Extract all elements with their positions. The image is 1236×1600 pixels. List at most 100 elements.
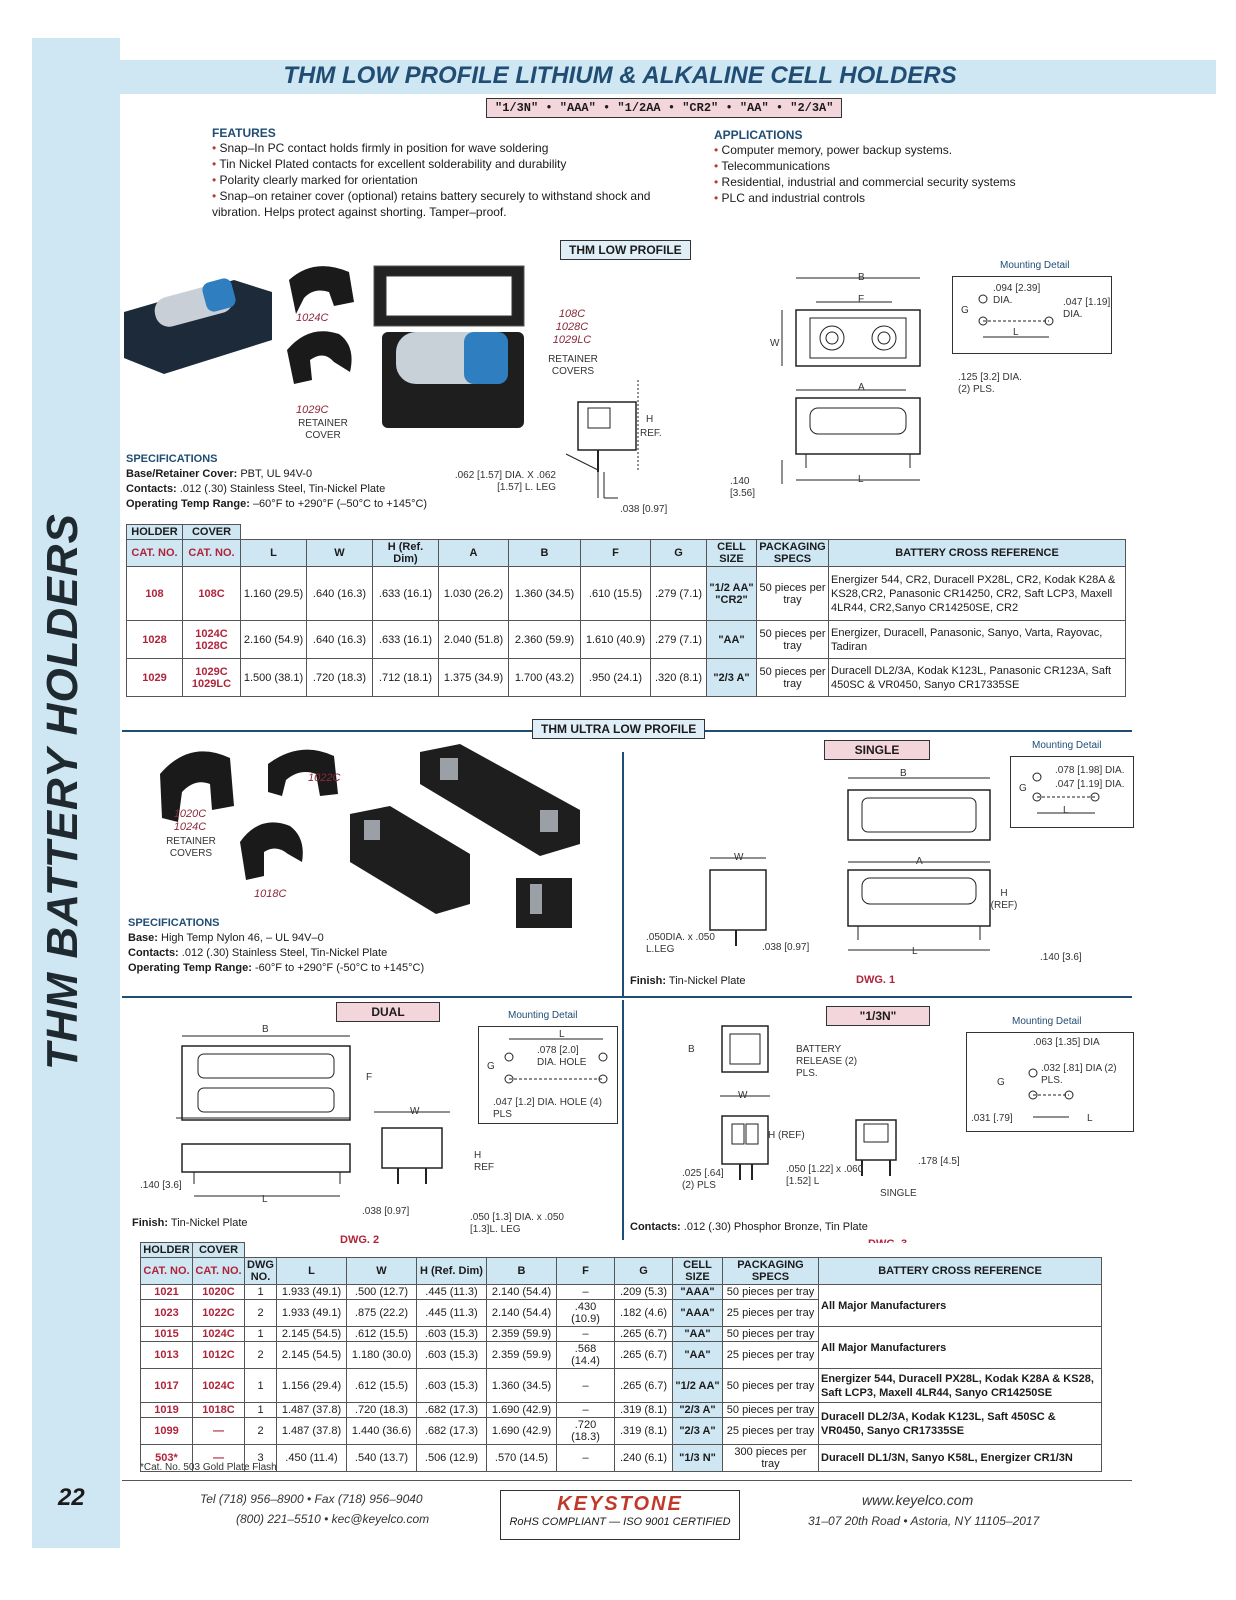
cell: 1021 — [140, 1284, 193, 1300]
cell: .445 (11.3) — [416, 1299, 487, 1327]
cell: .279 (7.1) — [650, 620, 707, 659]
n13-050: .050 [1.22] x .060 [1.52] L — [786, 1164, 864, 1187]
cell: 1018C — [192, 1402, 245, 1418]
single-finish: Finish: Tin-Nickel Plate — [630, 974, 746, 989]
n13-release: BATTERY RELEASE (2) PLS. — [796, 1044, 858, 1079]
single-label: SINGLE — [824, 740, 930, 760]
dual-label: DUAL — [336, 1002, 440, 1022]
spec-temp-label: Operating Temp Range: — [126, 498, 250, 510]
cell: 2.040 (51.8) — [438, 620, 509, 659]
ultra-low-label: THM ULTRA LOW PROFILE — [532, 719, 706, 739]
applications-item: Telecommunications — [714, 158, 1114, 174]
dim-l: L — [858, 474, 864, 485]
col-cat-no: CAT. NO. — [126, 539, 183, 567]
cell: .450 (11.4) — [276, 1444, 347, 1472]
col-l: L — [276, 1257, 347, 1285]
cell: 300 pieces per tray — [722, 1444, 819, 1472]
cell: .875 (22.2) — [346, 1299, 417, 1327]
cell: .506 (12.9) — [416, 1444, 487, 1472]
cell: .209 (5.3) — [614, 1284, 673, 1300]
cell: 1.375 (34.9) — [438, 658, 509, 697]
cell: 1 — [244, 1284, 277, 1300]
mount-031: .031 [.79] — [971, 1113, 1013, 1124]
cell: "1/2 AA" "CR2" — [706, 566, 757, 621]
cell: All Major Manufacturers — [818, 1284, 1102, 1327]
divider — [622, 1000, 624, 1240]
cell: — — [192, 1444, 245, 1472]
cell: .319 (8.1) — [614, 1417, 673, 1445]
single-href: H (REF) — [990, 888, 1018, 911]
spec-base: PBT, UL 94V-0 — [240, 468, 313, 480]
cell: Energizer 544, CR2, Duracell PX28L, CR2,… — [828, 566, 1126, 621]
cell: 1099 — [140, 1417, 193, 1445]
dual-drawing — [176, 1035, 450, 1197]
cell: – — [556, 1444, 615, 1472]
cell: 1.160 (29.5) — [240, 566, 307, 621]
col-dwg: DWG NO. — [244, 1257, 277, 1285]
cell: 2.360 (59.9) — [508, 620, 581, 659]
dim-062: .062 [1.57] DIA. X .062 [1.57] L. LEG — [454, 470, 556, 493]
cell: .603 (15.3) — [416, 1368, 487, 1403]
footer-phone2: (800) 221–5510 • kec@keyelco.com — [236, 1512, 430, 1526]
cell: .265 (6.7) — [614, 1368, 673, 1403]
footer-web[interactable]: www.keyelco.com — [862, 1492, 974, 1508]
n13-178: .178 [4.5] — [918, 1156, 960, 1167]
applications-list: Computer memory, power backup systems. T… — [714, 142, 1114, 206]
cell: "2/3 A" — [672, 1402, 723, 1418]
cell: .445 (11.3) — [416, 1284, 487, 1300]
cell: 1 — [244, 1326, 277, 1342]
retainer-covers-label: RETAINER COVERS — [548, 354, 598, 377]
cover-1018c-label: 1018C — [254, 888, 287, 900]
cell: 25 pieces per tray — [722, 1299, 819, 1327]
finish-label: Finish: — [132, 1217, 169, 1229]
spec-contacts: .012 (.30) Stainless Steel, Tin-Nickel P… — [181, 947, 388, 959]
single-mounting-title: Mounting Detail — [1032, 740, 1102, 751]
cell: 50 pieces per tray — [756, 566, 829, 621]
cell: .279 (7.1) — [650, 566, 707, 621]
cell: "2/3 A" — [706, 658, 757, 697]
cell-sizes-label: "1/3N" • "AAA" • "1/2AA • "CR2" • "AA" •… — [486, 98, 843, 118]
cell: 1013 — [140, 1341, 193, 1369]
features-item: Snap–on retainer cover (optional) retain… — [212, 188, 652, 220]
n13-drawing — [720, 1025, 897, 1180]
cell: .430 (10.9) — [556, 1299, 615, 1327]
specs-heading: SPECIFICATIONS — [128, 917, 220, 929]
dim-w: W — [770, 338, 780, 349]
cell: – — [556, 1284, 615, 1300]
features-item: Snap–In PC contact holds firmly in posit… — [212, 140, 652, 156]
col-b: B — [508, 539, 581, 567]
cell: 2.145 (54.5) — [276, 1341, 347, 1369]
cell: 2.145 (54.5) — [276, 1326, 347, 1342]
single-drawing — [709, 777, 991, 951]
cell: – — [556, 1402, 615, 1418]
col-g: G — [650, 539, 707, 567]
dim-140: .140 [3.56] — [730, 476, 756, 499]
mount-032: .032 [.81] DIA (2) PLS. — [1041, 1063, 1117, 1086]
single-l: L — [912, 946, 918, 957]
spec-base-label: Base: — [128, 932, 158, 944]
cell: .633 (16.1) — [372, 566, 439, 621]
dual-mounting-box: .078 [2.0] DIA. HOLE .047 [1.2] DIA. HOL… — [478, 1026, 618, 1124]
mount-l: L — [1063, 805, 1069, 816]
cell: .712 (18.1) — [372, 658, 439, 697]
cell: .720 (18.3) — [556, 1417, 615, 1445]
page-number: 22 — [58, 1484, 85, 1511]
dim-b: B — [858, 272, 865, 283]
ultra-low-product-illustration — [160, 744, 580, 928]
spec-base: High Temp Nylon 46, – UL 94V–0 — [161, 932, 324, 944]
cell: 50 pieces per tray — [756, 658, 829, 697]
side-title: THM BATTERY HOLDERS — [38, 513, 87, 1070]
col-packaging: PACKAGING SPECS — [756, 539, 829, 567]
applications-item: Residential, industrial and commercial s… — [714, 174, 1114, 190]
single-mounting-box: .078 [1.98] DIA. .047 [1.19] DIA. G L — [1010, 756, 1134, 828]
applications-item: PLC and industrial controls — [714, 190, 1114, 206]
finish-value: Tin-Nickel Plate — [668, 975, 746, 987]
col-h: H (Ref. Dim) — [372, 539, 439, 567]
cell: .540 (13.7) — [346, 1444, 417, 1472]
cell: 50 pieces per tray — [722, 1402, 819, 1418]
cell: — — [192, 1417, 245, 1445]
cell: .640 (16.3) — [306, 566, 373, 621]
spec-base-label: Base/Retainer Cover: — [126, 468, 238, 480]
low-profile-specs: SPECIFICATIONS Base/Retainer Cover: PBT,… — [126, 452, 486, 512]
features-section: FEATURES Snap–In PC contact holds firmly… — [212, 126, 652, 220]
